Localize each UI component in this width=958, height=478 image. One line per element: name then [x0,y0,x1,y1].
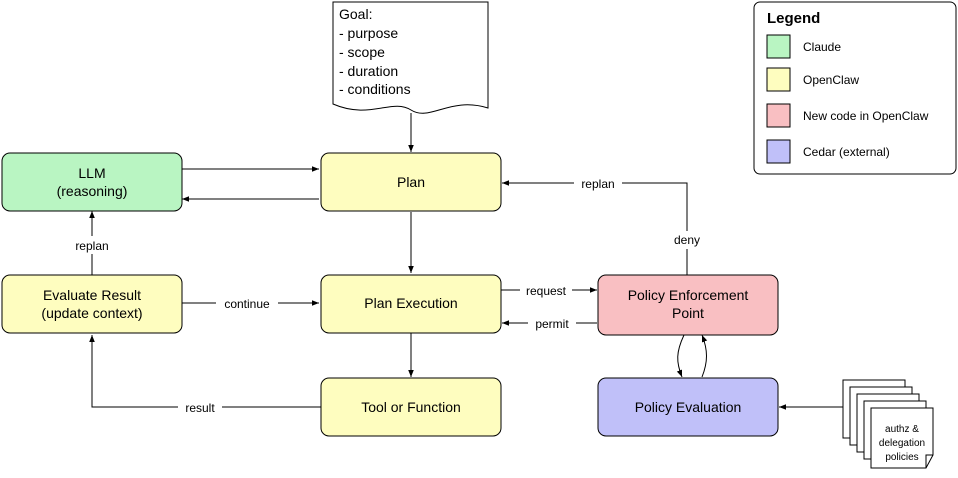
edge-label-request: request [526,284,567,298]
legend-label: Claude [803,40,841,54]
legend-item: Cedar (external) [766,139,890,164]
edge-label-result: result [185,401,215,415]
legend-label: Cedar (external) [803,145,890,159]
legend-swatch-openclaw [766,67,791,92]
edge-labels: replan continue result request permit de… [68,175,706,417]
legend-item: OpenClaw [766,67,859,92]
goal-line: - conditions [339,81,411,97]
edge-pep-to-policy-eval [676,334,685,378]
goal-line: - purpose [339,25,398,41]
edge-tool-to-evaluate [89,335,321,408]
legend-swatch-claude [766,34,791,59]
policies-stack-line: policies [885,452,918,463]
legend-item: New code in OpenClaw [766,103,929,128]
node-tool-or-function: Tool or Function [320,377,502,437]
node-evaluate-label: (update context) [41,305,142,321]
node-llm-label: (reasoning) [57,183,128,199]
policies-document-stack [842,379,934,469]
node-pep-label: Point [672,305,704,321]
edge-label-permit: permit [535,317,569,331]
node-llm: LLM (reasoning) [1,152,183,212]
goal-line: - duration [339,63,398,79]
node-evaluate-result: Evaluate Result (update context) [1,274,183,334]
node-policy-eval-label: Policy Evaluation [635,399,742,415]
node-llm-label: LLM [78,165,105,181]
legend-swatch-new-code [766,103,791,128]
goal-line: - scope [339,44,385,60]
node-plan-label: Plan [397,174,425,190]
node-tool-label: Tool or Function [361,399,461,415]
goal-document: Goal: - purpose - scope - duration - con… [332,1,489,114]
edge-label-replan-right: replan [581,177,614,191]
policies-stack-line: delegation [879,438,925,449]
node-evaluate-label: Evaluate Result [43,287,141,303]
edge-label-deny: deny [674,233,700,247]
legend-item: Claude [766,34,841,59]
node-plan-execution: Plan Execution [320,274,502,334]
policies-stack-text: authz & delegation policies [879,424,925,463]
legend-title: Legend [767,10,820,27]
node-plan-execution-label: Plan Execution [364,295,457,311]
policies-stack-line: authz & [885,424,919,435]
edge-label-continue: continue [224,297,270,311]
goal-line: Goal: [339,6,372,22]
node-policy-evaluation: Policy Evaluation [597,377,779,437]
legend-swatch-cedar [766,139,791,164]
edge-pep-to-plan [502,180,688,275]
legend: Legend Claude OpenClaw New code in OpenC… [753,1,957,175]
node-pep-label: Policy Enforcement [628,287,749,303]
node-plan: Plan [320,152,502,212]
node-policy-enforcement-point: Policy Enforcement Point [597,274,779,336]
legend-label: OpenClaw [803,73,859,87]
edge-policy-eval-to-pep [701,334,708,378]
legend-label: New code in OpenClaw [803,109,929,123]
edge-label-replan-left: replan [75,239,108,253]
